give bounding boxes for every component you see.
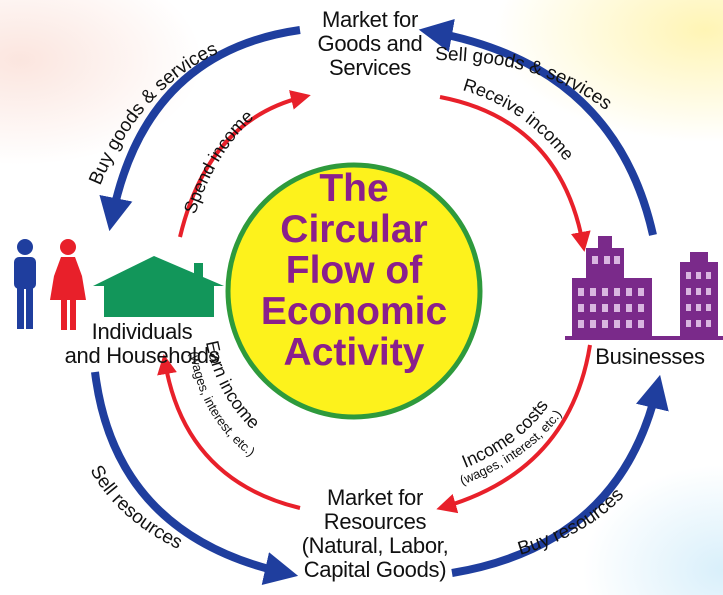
center-circle (225, 162, 483, 420)
goods-market-label: Market for Goods and Services (317, 7, 423, 80)
sell-resources-arrow (91, 371, 299, 585)
spend-income-arrow (178, 90, 311, 238)
male-person-icon (14, 239, 36, 329)
title-line: Economic (260, 290, 448, 333)
diagram-title: The Circular Flow of Economic Activity (235, 168, 473, 373)
title-line: Activity (283, 331, 425, 374)
resource-market-label: Market for Resources (Natural, Labor, Ca… (301, 485, 449, 582)
buy-resources-label: Buy resources (515, 484, 628, 559)
title-line: Flow of (285, 249, 423, 292)
businesses-label: Businesses (595, 344, 705, 369)
female-person-icon (50, 239, 86, 330)
buy-goods-arrow (99, 26, 301, 232)
title-line: The (319, 167, 389, 210)
house-icon (93, 256, 224, 317)
income-costs-arrow (436, 344, 592, 514)
title-line: Circular (280, 208, 428, 251)
receive-income-arrow (439, 95, 591, 252)
sell-goods-arrow (418, 19, 657, 236)
sell-resources-label: Sell resources (86, 462, 186, 554)
office-buildings-icon (565, 236, 723, 340)
buy-resources-arrow (451, 374, 669, 577)
earn-income-arrow (157, 354, 301, 510)
households-label: Individuals and Households (64, 319, 220, 368)
